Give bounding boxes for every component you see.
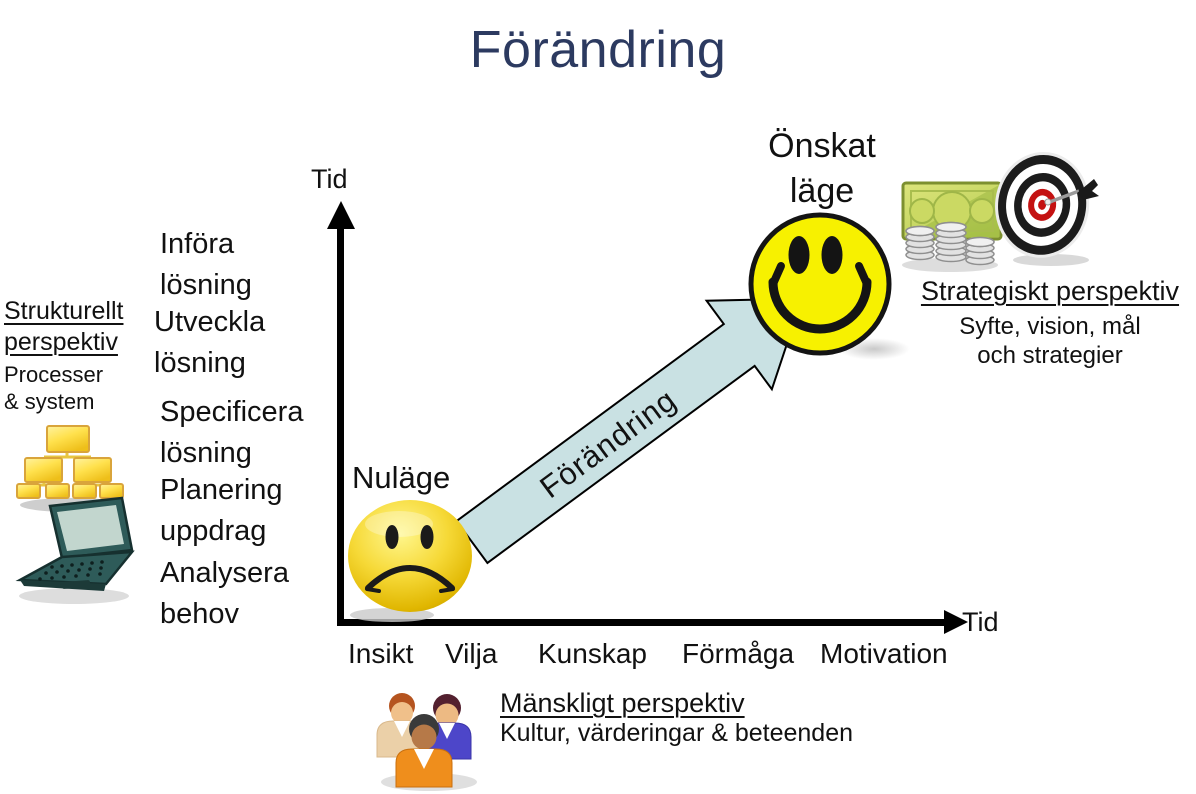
y-step-label: Analysera behov: [160, 557, 289, 630]
y-step-label: Utveckla lösning: [154, 306, 266, 379]
x-tick-label: Insikt: [348, 638, 414, 669]
x-tick-label: Kunskap: [538, 638, 647, 669]
change-arrow: Förändring: [455, 297, 804, 565]
current-state-label: Nuläge: [352, 460, 451, 495]
y-step-label: Specificera lösning: [160, 396, 304, 469]
x-axis-label: Tid: [962, 607, 999, 637]
x-tick-label: Vilja: [445, 638, 498, 669]
x-tick-label: Förmåga: [682, 638, 795, 669]
dartboard-icon: [995, 151, 1099, 266]
sad-smiley-icon: [348, 500, 472, 622]
change-arrow-label: Förändring: [533, 382, 682, 505]
money-icon: [901, 181, 1003, 272]
y-axis-line: [337, 226, 344, 624]
page-title: Förändring: [469, 21, 727, 79]
org-chart-icon: [16, 425, 124, 512]
structural-perspective-heading: Strukturellt perspektiv: [4, 297, 124, 356]
strategic-perspective-subtext: Syfte, vision, mål och strategier: [959, 313, 1141, 369]
x-axis-line: [337, 619, 947, 626]
structural-perspective-subtext: Processer & system: [4, 362, 104, 414]
people-icon: [376, 693, 477, 791]
x-axis-arrowhead-icon: [944, 610, 968, 634]
human-perspective-heading: Mänskligt perspektiv: [500, 688, 745, 718]
y-step-label: Planering uppdrag: [160, 474, 283, 547]
human-perspective-subtext: Kultur, värderingar & beteenden: [500, 719, 854, 747]
strategic-perspective-heading: Strategiskt perspektiv: [920, 276, 1180, 306]
strategic-perspective-block: Strategiskt perspektiv Syfte, vision, må…: [916, 276, 1184, 370]
happy-smiley-icon: [748, 212, 892, 356]
x-tick-label: Motivation: [820, 638, 948, 669]
y-step-label: Införa lösning: [160, 228, 252, 301]
laptop-icon: [15, 496, 135, 604]
y-axis-arrowhead-icon: [327, 201, 355, 229]
desired-state-label: Önskat läge: [768, 127, 876, 210]
y-axis-label: Tid: [311, 164, 348, 194]
